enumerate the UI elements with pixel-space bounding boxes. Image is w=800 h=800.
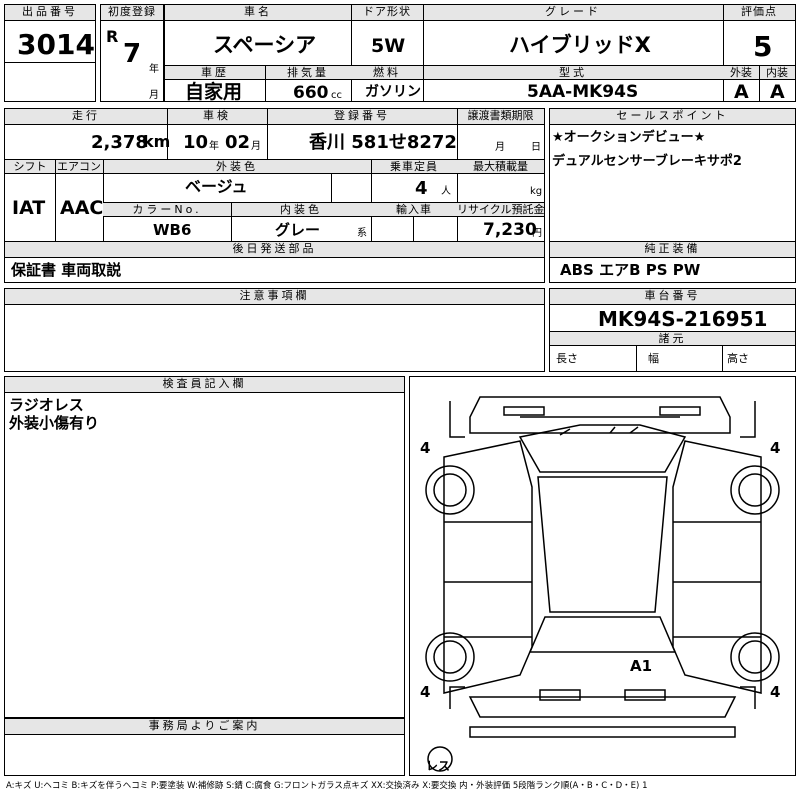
damage-mark: A1	[630, 657, 653, 675]
car-name-label: 車名	[165, 5, 351, 21]
chassis-box: 車台番号 MK94S-216951 諸元 長さ 幅 高さ	[549, 288, 796, 372]
sales-point-2: デュアルセンサーブレーキサポ2	[552, 154, 742, 169]
exterior-color: ベージュ	[185, 177, 248, 196]
exterior-label: 外装	[723, 66, 759, 80]
spare-tire: レス	[426, 759, 451, 773]
door-type: 5W	[371, 35, 406, 57]
inspection-label: 車検	[167, 109, 267, 125]
model-label: 型式	[423, 66, 723, 80]
km-unit: km	[143, 132, 171, 151]
recycle-fee: 7,230	[483, 220, 537, 240]
lot-number-box: 出品番号 3014	[4, 4, 96, 102]
door-label: ドア形状	[351, 5, 423, 21]
width-label: 幅	[648, 352, 659, 365]
capacity-label: 乗車定員	[371, 160, 457, 174]
kei-unit: 系	[357, 228, 367, 239]
main-header-grid: 車名 ドア形状 グレード 評価点 スペーシア 5W ハイブリッドX 5 車歴 排…	[164, 4, 796, 102]
inspection-year-unit: 年	[209, 141, 219, 152]
color-number: WB6	[153, 221, 192, 239]
chassis-label: 車台番号	[550, 289, 795, 305]
inspection-month-unit: 月	[251, 141, 261, 152]
tire-depth-front-right: 4	[770, 439, 781, 457]
transfer-label: 譲渡書類期限	[457, 109, 544, 125]
car-diagram-box: 4 4 4 4 A1 レス	[409, 376, 796, 776]
plate-label: 登録番号	[267, 109, 457, 125]
length-label: 長さ	[556, 352, 578, 365]
transfer-day-unit: 日	[531, 142, 541, 153]
month-unit: 月	[149, 90, 159, 101]
displacement-label: 排気量	[265, 66, 351, 80]
shift-label: シフト	[5, 160, 55, 174]
car-name: スペーシア	[213, 33, 317, 57]
notes-label: 注意事項欄	[5, 289, 544, 305]
legend: A:キズ U:ヘコミ B:キズを伴うヘコミ P:要塗装 W:補修跡 S:錆 C:…	[6, 781, 648, 791]
displacement: 660	[293, 83, 329, 103]
person-unit: 人	[441, 186, 451, 197]
color-label: 外装色	[103, 160, 371, 174]
transfer-month-unit: 月	[495, 142, 505, 153]
fuel-label: 燃料	[351, 66, 423, 80]
yen-unit: 円	[532, 228, 542, 239]
ac-label: エアコン	[55, 160, 103, 174]
details-grid: 走行 車検 登録番号 譲渡書類期限 2,378 km 10 年 02 月 香川 …	[4, 108, 545, 242]
grade: ハイブリッドX	[509, 33, 651, 57]
inspection-month: 02	[225, 132, 251, 153]
cc-unit: cc	[331, 90, 342, 101]
vehicle-history: 自家用	[185, 81, 243, 103]
era: R	[106, 27, 119, 46]
year-unit: 年	[149, 64, 159, 75]
registration-year: 7	[123, 39, 142, 69]
deferred-parts-label: 後日発送部品	[5, 242, 544, 258]
deferred-parts: 保証書 車両取説	[11, 261, 122, 279]
kg-unit: kg	[530, 186, 543, 197]
interior-grade: A	[770, 81, 785, 103]
deferred-parts-box: 後日発送部品 保証書 車両取説	[4, 241, 545, 283]
equipment-box: 純正装備 ABS エアB PS PW	[549, 241, 796, 283]
inspector-box: 検査員記入欄 ラジオレス 外装小傷有り	[4, 376, 405, 718]
plate-number: 香川 581せ8272	[309, 132, 457, 153]
interior-color: グレー	[275, 221, 321, 239]
lot-number: 3014	[17, 28, 95, 61]
chassis-number: MK94S-216951	[598, 307, 768, 331]
model-code: 5AA-MK94S	[527, 82, 639, 102]
notes-box: 注意事項欄	[4, 288, 545, 372]
interior-label: 内装	[759, 66, 795, 80]
sales-point-label: セールスポイント	[550, 109, 795, 125]
exterior-grade: A	[734, 81, 749, 103]
car-diagram	[425, 396, 780, 772]
sales-point-box: セールスポイント ★オークションデビュー★ デュアルセンサーブレーキサポ2	[549, 108, 796, 242]
inspector-line-2: 外装小傷有り	[9, 414, 100, 432]
shift: IAT	[12, 197, 46, 219]
history-label: 車歴	[165, 66, 265, 80]
tire-depth-rear-left: 4	[420, 683, 431, 701]
interior-color-label: 内装色	[231, 203, 371, 217]
equipment-label: 純正装備	[550, 242, 795, 258]
capacity: 4	[415, 178, 428, 199]
mileage: 2,378	[91, 132, 148, 153]
tire-depth-rear-right: 4	[770, 683, 781, 701]
color-number-label: カラーNo.	[103, 203, 231, 217]
height-label: 高さ	[727, 352, 749, 365]
air-conditioner: AAC	[60, 197, 104, 219]
score-label: 評価点	[723, 5, 795, 21]
inspector-line-1: ラジオレス	[9, 396, 84, 414]
tire-depth-front-left: 4	[420, 439, 431, 457]
first-registration-box: 初度登録 R 7 年 月	[100, 4, 164, 102]
first-reg-label: 初度登録	[101, 5, 163, 21]
lot-number-label: 出品番号	[5, 5, 95, 21]
office-box: 事務局よりご案内	[4, 718, 405, 776]
import-label: 輸入車	[371, 203, 457, 217]
sales-point-1: ★オークションデビュー★	[552, 130, 706, 145]
mileage-label: 走行	[5, 109, 167, 125]
inspection-year: 10	[183, 132, 209, 153]
inspector-label: 検査員記入欄	[5, 377, 404, 393]
score: 5	[753, 30, 773, 63]
max-load-label: 最大積載量	[457, 160, 544, 174]
specs-label: 諸元	[550, 332, 795, 346]
recycle-label: リサイクル預託金	[457, 203, 544, 217]
grade-label: グレード	[423, 5, 723, 21]
office-label: 事務局よりご案内	[5, 719, 404, 735]
equipment: ABS エアB PS PW	[560, 261, 701, 279]
fuel: ガソリン	[365, 84, 421, 100]
